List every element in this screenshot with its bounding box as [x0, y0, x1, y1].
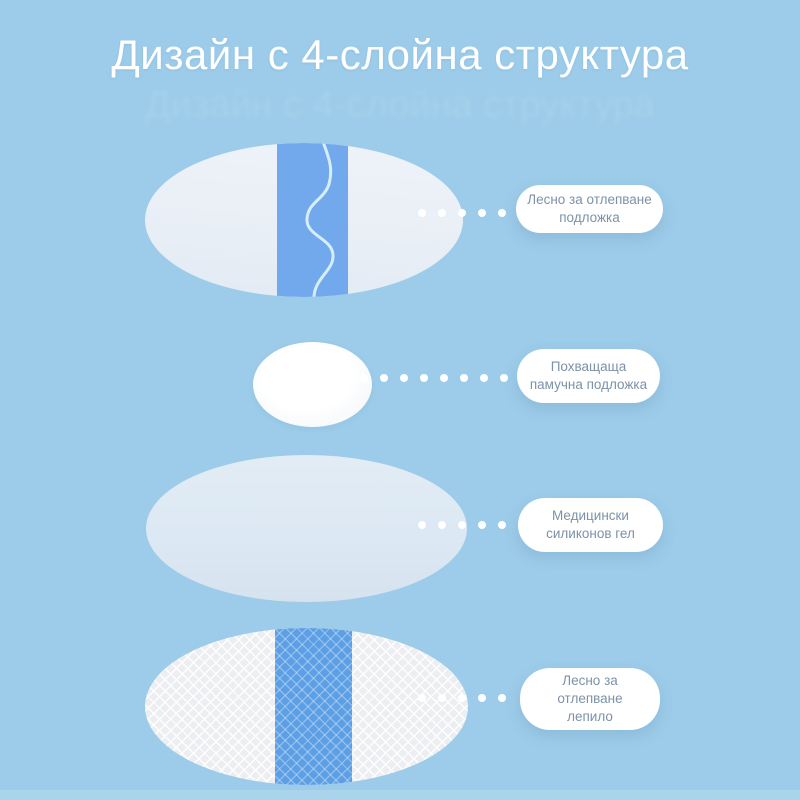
- dot: [438, 694, 446, 702]
- label-line: памучна подложка: [529, 377, 648, 392]
- layer-image-adhesive: [145, 628, 468, 785]
- label-line: Похващаща: [550, 359, 627, 375]
- dot: [438, 209, 446, 217]
- dot: [360, 374, 368, 382]
- dot: [418, 694, 426, 702]
- dot: [498, 521, 506, 529]
- dotted-connector: [418, 694, 506, 702]
- dot: [478, 521, 486, 529]
- label-line: отлепване: [557, 691, 623, 707]
- dot: [440, 374, 448, 382]
- label-line: лепило: [567, 708, 613, 724]
- dot: [418, 209, 426, 217]
- dotted-connector: [418, 209, 506, 217]
- label-silicone-gel: Медицински силиконов гел: [518, 498, 663, 552]
- dot: [320, 374, 328, 382]
- dot: [458, 209, 466, 217]
- label-adhesive: Лесно за отлепване лепило: [520, 668, 660, 730]
- dot: [458, 694, 466, 702]
- dot: [498, 694, 506, 702]
- dot: [340, 374, 348, 382]
- dot: [478, 209, 486, 217]
- label-line: подложка: [559, 210, 620, 225]
- bottom-highlight-strip: [0, 790, 800, 800]
- dot: [400, 374, 408, 382]
- label-line: силиконов гел: [546, 526, 635, 541]
- label-line: Лесно за: [562, 673, 618, 689]
- label-line: Лесно за отлепване: [527, 192, 652, 208]
- blue-band: [277, 143, 348, 297]
- label-line: Медицински: [552, 508, 629, 524]
- dot: [458, 521, 466, 529]
- dot: [478, 694, 486, 702]
- dot: [380, 374, 388, 382]
- title-ghost: Дизайн с 4-слойна структура: [144, 84, 656, 126]
- dot: [498, 209, 506, 217]
- dot: [500, 374, 508, 382]
- blue-band-textured: [275, 628, 352, 785]
- label-backing-film: Лесно за отлепване подложка: [516, 185, 663, 233]
- dotted-connector: [320, 374, 508, 382]
- dot: [460, 374, 468, 382]
- dot: [480, 374, 488, 382]
- page-title: Дизайн с 4-слойна структура: [111, 31, 689, 78]
- dot: [418, 521, 426, 529]
- dot: [420, 374, 428, 382]
- dot: [438, 521, 446, 529]
- dotted-connector: [418, 521, 506, 529]
- wavy-line: [305, 143, 335, 297]
- layer-image-silicone-gel: [146, 455, 467, 602]
- label-cotton-pad: Похващаща памучна подложка: [517, 349, 660, 403]
- layer-image-cotton-pad: [253, 342, 372, 427]
- layer-image-backing-film: [145, 143, 463, 297]
